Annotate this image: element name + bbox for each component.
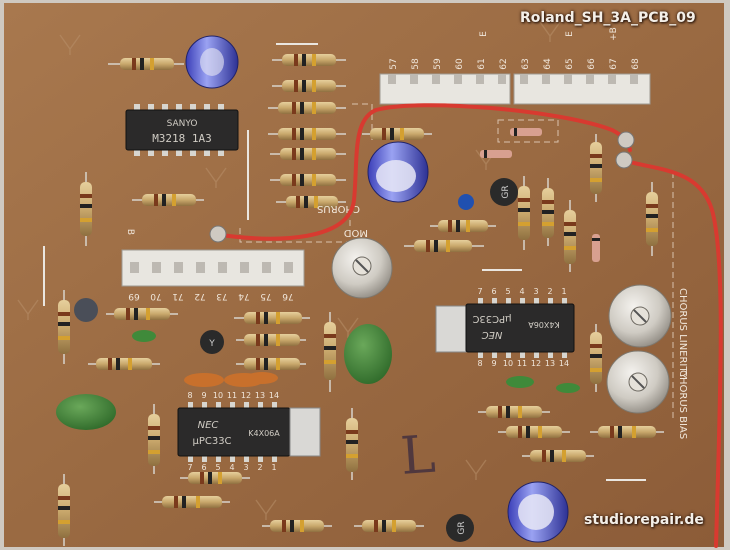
pin-69: 69 xyxy=(128,291,140,301)
ic-nec-right: NEC μPC33C K4X06A 7 6 5 4 3 2 1 8 9 10 1… xyxy=(435,287,575,368)
pin-63: 63 xyxy=(521,58,531,69)
ic-nec-left-code: K4X06A xyxy=(248,429,280,438)
nec-r-pin-t7: 1 xyxy=(561,287,566,296)
nec-r-pin-b7: 14 xyxy=(559,359,569,368)
nec-r-pin-t6: 2 xyxy=(547,287,552,296)
nec-l-pin-t3: 10 xyxy=(213,391,223,400)
ic-nec-right-brand: NEC xyxy=(482,329,503,340)
nec-l-pin-t1: 8 xyxy=(187,391,192,400)
nec-r-pin-b6: 13 xyxy=(545,359,555,368)
nec-l-pin-b5: 3 xyxy=(243,463,248,472)
pin-74: 74 xyxy=(238,291,250,301)
nec-l-pin-b3: 5 xyxy=(215,463,220,472)
ic-sanyo-part: M3218 1A3 xyxy=(152,132,212,145)
nec-r-pin-b1: 8 xyxy=(477,359,482,368)
pin-58: 58 xyxy=(411,58,421,70)
pin-65: 65 xyxy=(565,58,575,69)
ic-nec-left-brand: NEC xyxy=(198,420,219,431)
nec-r-pin-t1: 7 xyxy=(477,287,482,296)
connector-left: 69 70 71 72 73 74 75 76 B xyxy=(121,229,305,301)
pin-61: 61 xyxy=(477,58,487,69)
pin-70: 70 xyxy=(150,291,162,301)
nec-r-pin-t4: 4 xyxy=(519,287,524,296)
electrolytic-capacitors xyxy=(185,35,569,543)
cap-gr-label-2: GR xyxy=(457,521,467,534)
label-plus-b: +B xyxy=(609,27,619,41)
ic-nec-right-code: K4X06A xyxy=(528,320,560,329)
nec-r-pin-t3: 5 xyxy=(505,287,510,296)
label-mod: MOD xyxy=(344,227,368,238)
ic-sanyo-brand: SANYO xyxy=(167,119,198,129)
nec-r-pin-b5: 12 xyxy=(531,359,541,368)
pin-67: 67 xyxy=(609,58,619,69)
pin-57: 57 xyxy=(389,58,399,69)
nec-r-pin-b4: 11 xyxy=(517,359,527,368)
handwritten-l: L xyxy=(399,425,438,487)
nec-l-pin-t5: 12 xyxy=(241,391,251,400)
nec-l-pin-t2: 9 xyxy=(201,391,206,400)
pin-59: 59 xyxy=(433,58,443,70)
ic-nec-left: NEC μPC33C K4X06A 8 9 10 11 12 13 14 7 6… xyxy=(177,391,321,472)
photo-credit: studiorepair.de xyxy=(584,512,704,528)
nec-l-pin-b1: 7 xyxy=(187,463,192,472)
pin-76: 76 xyxy=(282,291,294,301)
trim-pots xyxy=(331,237,672,414)
label-e-2: E xyxy=(565,31,575,37)
resistors-vertical xyxy=(58,134,658,546)
photo-title: Roland_SH_3A_PCB_09 xyxy=(520,10,696,26)
nec-l-pin-t4: 11 xyxy=(227,391,237,400)
nec-l-pin-t6: 13 xyxy=(255,391,265,400)
nec-r-pin-t2: 6 xyxy=(491,287,496,296)
pin-68: 68 xyxy=(631,58,641,70)
label-chorus-bias: CHORUS BIAS xyxy=(677,370,688,439)
resistors-horizontal xyxy=(88,54,664,532)
diodes xyxy=(480,128,600,262)
cap-y-label: Y xyxy=(208,339,215,349)
nec-l-pin-t7: 14 xyxy=(269,391,279,400)
pin-62: 62 xyxy=(499,58,509,69)
label-b: B xyxy=(125,229,135,235)
nec-l-pin-b4: 4 xyxy=(229,463,234,472)
pin-64: 64 xyxy=(543,58,553,70)
label-chorus-linearity: CHORUS LINERITY xyxy=(677,288,688,379)
nec-l-pin-b6: 2 xyxy=(257,463,262,472)
nec-r-pin-t5: 3 xyxy=(533,287,538,296)
pin-71: 71 xyxy=(172,291,183,301)
red-wire xyxy=(209,103,723,548)
pin-72: 72 xyxy=(194,291,205,301)
pin-73: 73 xyxy=(216,291,227,301)
nec-r-pin-b3: 10 xyxy=(503,359,513,368)
label-chorus: CHORUS xyxy=(317,203,360,214)
cap-gr-label-1: GR xyxy=(501,185,511,198)
ic-nec-left-part: μPC33C xyxy=(192,436,231,447)
label-e-1: E xyxy=(479,31,489,37)
pin-60: 60 xyxy=(455,58,465,70)
pin-75: 75 xyxy=(260,291,271,301)
connector-top: 57 58 59 60 61 62 63 64 65 66 67 68 E E … xyxy=(379,27,651,105)
nec-r-pin-b2: 9 xyxy=(491,359,496,368)
nec-l-pin-b2: 6 xyxy=(201,463,206,472)
ic-sanyo: SANYO M3218 1A3 xyxy=(125,104,239,156)
small-capacitors: GR GR Y xyxy=(56,178,580,542)
pin-66: 66 xyxy=(587,58,597,70)
ic-nec-right-part: μPC33C xyxy=(472,313,511,324)
nec-l-pin-b7: 1 xyxy=(271,463,276,472)
